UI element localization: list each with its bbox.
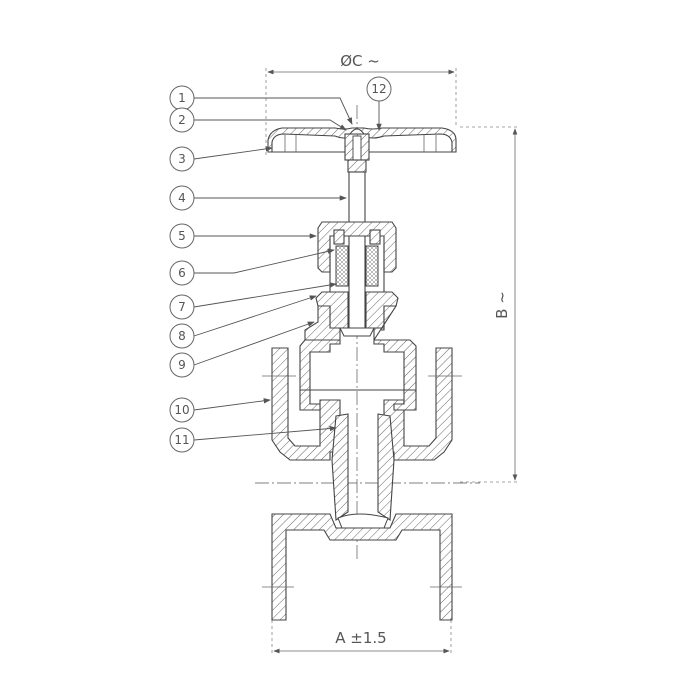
dimension-c — [265, 68, 457, 155]
callout-bubble-3: 3 — [169, 146, 195, 172]
callout-bubble-4: 4 — [169, 185, 195, 211]
svg-text:8: 8 — [178, 329, 186, 343]
dimension-a — [271, 620, 452, 656]
svg-text:11: 11 — [174, 433, 189, 447]
packing — [329, 229, 385, 292]
callout-bubble-9: 9 — [169, 352, 195, 378]
dimension-a-label: A ±1.5 — [335, 629, 386, 647]
svg-text:7: 7 — [178, 300, 186, 314]
dimension-b — [460, 126, 520, 483]
handwheel — [267, 127, 457, 165]
svg-text:2: 2 — [178, 113, 186, 127]
svg-text:3: 3 — [178, 152, 186, 166]
wedge — [331, 413, 395, 529]
svg-text:6: 6 — [178, 266, 186, 280]
callout-bubble-8: 8 — [169, 323, 195, 349]
svg-text:1: 1 — [178, 91, 186, 105]
dimension-c-label: ØC ~ — [340, 52, 380, 70]
svg-text:9: 9 — [178, 358, 186, 372]
callout-bubble-7: 7 — [169, 294, 195, 320]
svg-text:5: 5 — [178, 229, 186, 243]
callout-bubble-5: 5 — [169, 223, 195, 249]
callout-bubble-10: 10 — [169, 397, 195, 423]
dimension-b-label: B ~ — [493, 291, 511, 319]
bonnet-flange — [299, 305, 417, 391]
callout-bubble-1: 1 — [169, 85, 195, 111]
stem — [347, 159, 367, 333]
callout-bubble-2: 2 — [169, 107, 195, 133]
valve-body — [262, 347, 462, 621]
svg-text:10: 10 — [174, 403, 189, 417]
callout-bubble-12: 12 — [366, 76, 392, 102]
callout-bubble-11: 11 — [169, 427, 195, 453]
callouts — [193, 97, 382, 441]
svg-text:4: 4 — [178, 191, 186, 205]
callout-bubble-6: 6 — [169, 260, 195, 286]
svg-text:12: 12 — [371, 82, 386, 96]
